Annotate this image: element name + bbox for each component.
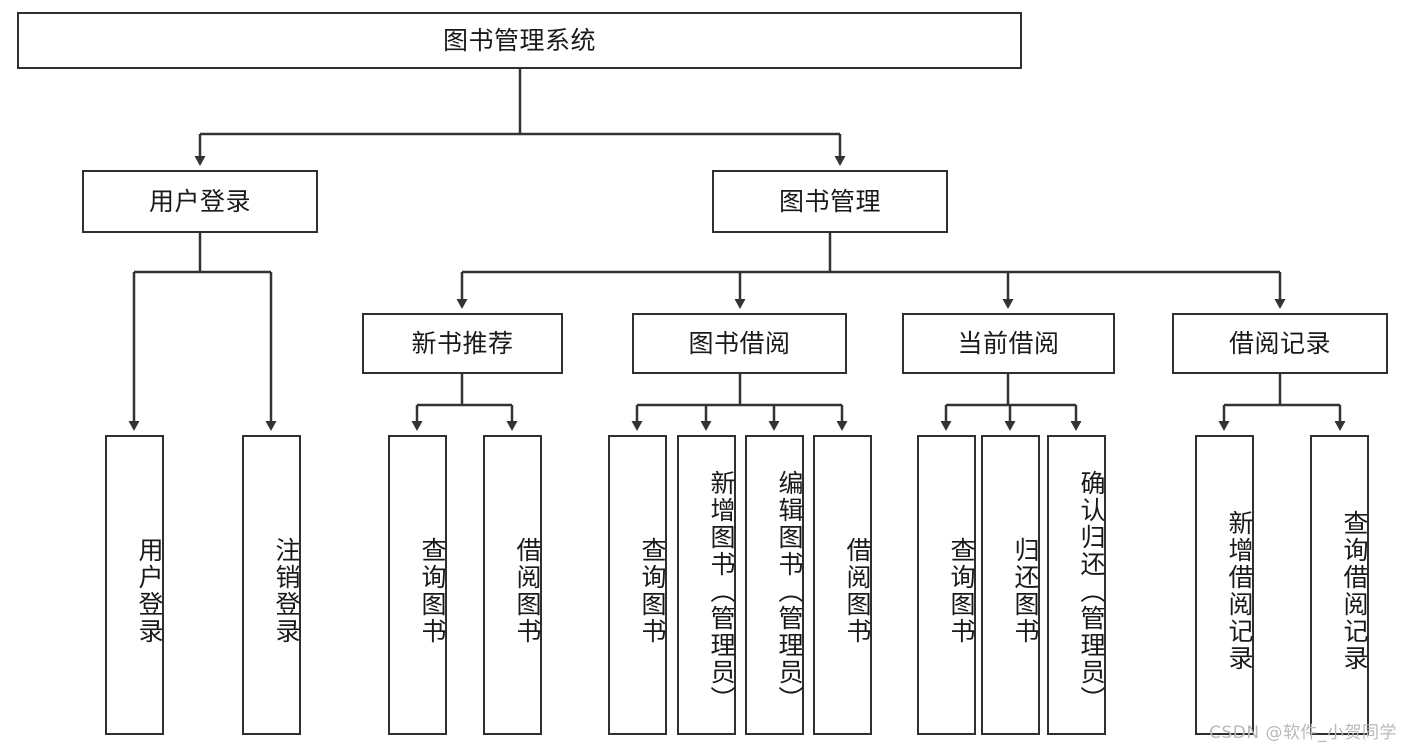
leaf-node[interactable]: 注销登录 bbox=[242, 435, 301, 735]
leaf-node-label: 查询图书 bbox=[947, 537, 976, 645]
node-new-book-recommend[interactable]: 新书推荐 bbox=[362, 313, 563, 374]
leaf-node-label: 归还图书 bbox=[1011, 537, 1040, 645]
leaf-node[interactable]: 归还图书 bbox=[981, 435, 1040, 735]
leaf-node[interactable]: 查询借阅记录 bbox=[1310, 435, 1369, 735]
node-current-borrow-label: 当前借阅 bbox=[957, 328, 1060, 358]
node-book-management-label: 图书管理 bbox=[778, 186, 881, 216]
node-current-borrow[interactable]: 当前借阅 bbox=[902, 313, 1115, 374]
node-book-management[interactable]: 图书管理 bbox=[712, 170, 948, 233]
watermark: CSDN @软件_小贺同学 bbox=[1209, 723, 1397, 743]
leaf-node[interactable]: 借阅图书 bbox=[483, 435, 542, 735]
leaf-node[interactable]: 新增借阅记录 bbox=[1195, 435, 1254, 735]
leaf-node[interactable]: 用户登录 bbox=[105, 435, 164, 735]
leaf-node-label: 查询图书 bbox=[418, 537, 447, 645]
node-borrow-record[interactable]: 借阅记录 bbox=[1172, 313, 1388, 374]
leaf-node-label: 新增图书（管理员） bbox=[707, 469, 736, 713]
leaf-node-label: 查询借阅记录 bbox=[1340, 510, 1369, 672]
leaf-node-label: 注销登录 bbox=[272, 537, 301, 645]
leaf-node-label: 借阅图书 bbox=[843, 537, 872, 645]
node-root-label: 图书管理系统 bbox=[442, 25, 596, 55]
leaf-node[interactable]: 借阅图书 bbox=[813, 435, 872, 735]
leaf-node[interactable]: 查询图书 bbox=[388, 435, 447, 735]
node-book-borrow[interactable]: 图书借阅 bbox=[632, 313, 847, 374]
leaf-node-label: 编辑图书（管理员） bbox=[775, 469, 804, 713]
leaf-node-label: 新增借阅记录 bbox=[1225, 510, 1254, 672]
leaf-node-label: 确认归还（管理员） bbox=[1077, 469, 1106, 713]
node-borrow-record-label: 借阅记录 bbox=[1228, 328, 1331, 358]
leaf-node-label: 用户登录 bbox=[135, 537, 164, 645]
leaf-node[interactable]: 编辑图书（管理员） bbox=[745, 435, 804, 735]
node-user-login-label: 用户登录 bbox=[148, 186, 251, 216]
leaf-node-label: 查询图书 bbox=[638, 537, 667, 645]
leaf-node[interactable]: 查询图书 bbox=[917, 435, 976, 735]
leaf-node[interactable]: 新增图书（管理员） bbox=[677, 435, 736, 735]
leaf-node[interactable]: 查询图书 bbox=[608, 435, 667, 735]
node-root[interactable]: 图书管理系统 bbox=[17, 12, 1022, 69]
leaf-node-label: 借阅图书 bbox=[513, 537, 542, 645]
node-book-borrow-label: 图书借阅 bbox=[688, 328, 791, 358]
node-user-login[interactable]: 用户登录 bbox=[82, 170, 318, 233]
node-new-book-recommend-label: 新书推荐 bbox=[411, 328, 514, 358]
leaf-node[interactable]: 确认归还（管理员） bbox=[1047, 435, 1106, 735]
